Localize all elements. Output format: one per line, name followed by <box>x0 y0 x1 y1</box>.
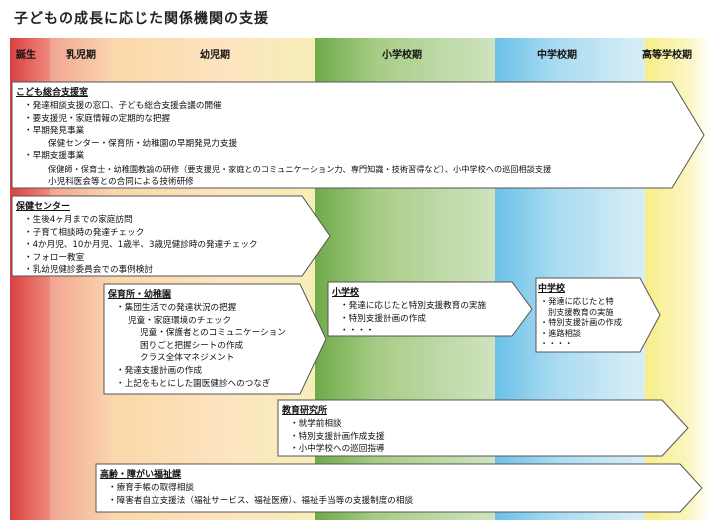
box-line: 児童・保護者とのコミュニケーション <box>140 328 286 339</box>
box-nursery-kindergarten: 保育所・幼稚園 ・集団生活での発達状況の把握 児童・家庭環境のチェック 児童・保… <box>103 283 327 395</box>
stage-label-elementary: 小学校期 <box>382 50 422 61</box>
box-line: 保健センター・保育所・幼稚園の早期発見力支援 <box>48 138 238 149</box>
box-line: ・特別支援計画の作成 <box>540 317 622 328</box>
box-line: 保健師・保育士・幼稚園教諭の研修（要支援児・家庭とのコミュニケーション力、専門知… <box>48 163 552 174</box>
box-line: ・早期支援事業 <box>24 151 85 162</box>
box-line: ・早期発見事業 <box>24 126 85 137</box>
box-line: ・子育て相談時の発達チェック <box>24 227 145 238</box>
box-line: ・フォロー教室 <box>24 252 85 263</box>
box-line: ・要支援児・家庭情報の定期的な把握 <box>24 113 171 124</box>
box-heading: こども総合支援室 <box>16 88 89 98</box>
box-line: ・・・・ <box>540 338 573 349</box>
box-line: 小児科医会等との合同による技術研修 <box>48 176 194 187</box>
box-health-center: 保健センター ・生後4ヶ月までの家庭訪問 ・子育て相談時の発達チェック ・4か月… <box>11 195 331 277</box>
box-line: ・発達支援計画の作成 <box>116 365 202 376</box>
stage-label-preschool: 幼児期 <box>200 50 230 61</box>
box-line: 児童・家庭環境のチェック <box>128 315 232 326</box>
box-line: ・特別支援計画の作成 <box>340 313 426 324</box>
box-heading: 教育研究所 <box>282 406 328 416</box>
box-line: 困りごと把握シートの作成 <box>140 340 244 351</box>
box-heading: 高齢・障がい福祉課 <box>100 470 182 480</box>
box-junior-high-school: 中学校 ・発達に応じたと特 別支援教育の実施 ・特別支援計画の作成 ・進路相談 … <box>535 277 661 353</box>
arrow-shape <box>535 277 661 353</box>
box-education-institute: 教育研究所 ・就学前相談 ・特別支援計画作成支援 ・小中学校への巡回指導 <box>277 399 689 457</box>
stage-label-high-school: 高等学校期 <box>642 50 692 61</box>
box-line: ・療育手帳の取得相談 <box>108 483 194 493</box>
arrow-shape <box>327 281 533 337</box>
page-title: 子どもの成長に応じた関係機関の支援 <box>14 11 269 27</box>
arrow-shape <box>95 463 703 513</box>
box-child-support-office: こども総合支援室 ・発達相談支援の窓口、子ども総合支援会議の開催 ・要支援児・家… <box>11 81 705 189</box>
box-line: ・生後4ヶ月までの家庭訪問 <box>24 215 133 225</box>
stage-label-birth: 誕生 <box>16 50 36 61</box>
box-line: 別支援教育の実施 <box>548 306 614 317</box>
box-line: ・・・・ <box>340 326 375 337</box>
box-line: ・発達に応じたと特 <box>540 296 614 306</box>
box-heading: 保健センター <box>16 202 71 212</box>
box-line: ・上記をもとにした園医健診へのつなぎ <box>116 378 271 389</box>
box-line: ・発達に応じたと特別支援教育の実施 <box>340 301 487 311</box>
box-line: ・特別支援計画作成支援 <box>290 431 385 442</box>
box-line: ・集団生活での発達状況の把握 <box>116 303 237 313</box>
arrow-shape <box>103 283 327 395</box>
arrow-shape <box>11 81 705 189</box>
box-line: ・発達相談支援の窓口、子ども総合支援会議の開催 <box>24 101 222 111</box>
box-line: ・4か月児、10か月児、1歳半、3歳児健診時の発達チェック <box>24 240 258 251</box>
box-line: クラス全体マネジメント <box>140 353 235 364</box>
box-line: ・就学前相談 <box>290 419 342 429</box>
box-line: ・乳幼児健診委員会での事例検討 <box>24 265 153 276</box>
box-welfare-division: 高齢・障がい福祉課 ・療育手帳の取得相談 ・障害者自立支援法（福祉サービス、福祉… <box>95 463 703 513</box>
box-line: ・進路相談 <box>540 327 581 338</box>
box-heading: 中学校 <box>538 284 566 294</box>
arrow-shape <box>11 195 331 277</box>
stage-label-junior-high: 中学校期 <box>537 50 577 61</box>
box-line: ・障害者自立支援法（福祉サービス、福祉医療）、福祉手当等の支援制度の相談 <box>108 495 414 506</box>
arrow-shape <box>277 399 689 457</box>
box-elementary-school: 小学校 ・発達に応じたと特別支援教育の実施 ・特別支援計画の作成 ・・・・ <box>327 281 533 337</box>
stage-label-infant: 乳児期 <box>66 50 96 61</box>
box-heading: 小学校 <box>332 288 360 298</box>
box-heading: 保育所・幼稚園 <box>108 290 172 300</box>
box-line: ・小中学校への巡回指導 <box>290 444 385 455</box>
